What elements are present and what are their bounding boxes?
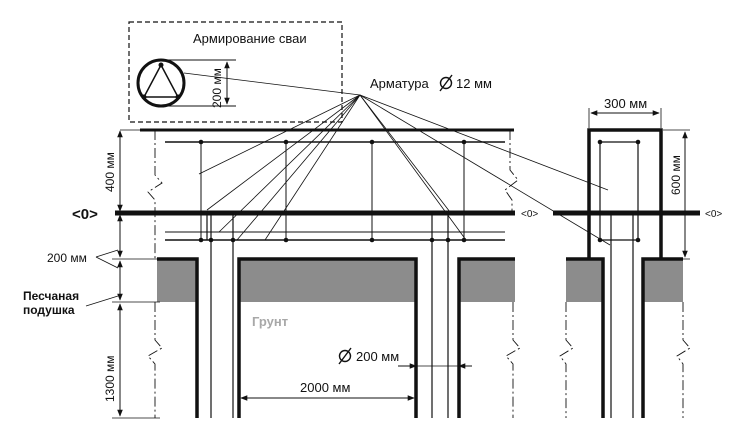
dim-300-label: 300 мм [604,96,647,111]
rebar-label: Арматура [370,76,429,91]
inset-frame [128,21,343,123]
diameter-icon [338,347,352,365]
stirrups [200,142,465,240]
inset-pile-reinforcement: Армирование сваи 200 мм [128,21,343,123]
rebar-callout: Арматура 12 мм [183,72,611,246]
section-rebars [599,141,639,418]
inset-title: Армирование сваи [193,31,307,46]
sand-cushion [566,259,603,302]
left-dimensions: 400 мм <0> <0> 200 мм Песчаная подушка 1… [23,129,538,419]
rebar-triangle [142,63,180,98]
zero-mark-middle: <0> [521,209,538,220]
grillage-cross-section: 300 мм 600 мм <0> [553,96,722,418]
sand-cushion [157,259,197,302]
stirrup-dots [198,139,467,243]
sand-cushion [459,259,515,302]
sand-cushion-label-2: подушка [23,303,75,317]
dim-2000-label: 2000 мм [300,380,350,395]
zero-mark-right: <0> [705,209,722,220]
pile-diameter-label: 200 мм [356,349,399,364]
dim-400-label: 400 мм [103,152,117,192]
dim-600-label: 600 мм [669,155,683,195]
dim-1300-label: 1300 мм [103,355,117,402]
rebar-dot [175,94,181,100]
inset-dim-label: 200 мм [210,68,224,108]
rebar-diameter-value: 12 мм [456,76,492,91]
dim-200-label: 200 мм [47,251,87,265]
sand-cushion-label-1: Песчаная [23,289,79,303]
pile-rebars [206,213,449,418]
pile-diameter-dim: 200 мм [338,347,472,369]
sand-cushion [239,259,416,302]
axis-lines [147,130,521,418]
diameter-icon [439,74,453,92]
grillage-main [115,128,521,418]
leader-lines [183,72,611,246]
section-rebar-dots [597,139,641,243]
rebar-dot [141,94,147,100]
soil-label: Грунт [252,314,288,329]
sand-cushion [643,259,683,302]
section-axis-lines [559,302,691,418]
span-dim: 2000 мм [240,380,415,401]
zero-mark-left: <0> [72,206,98,223]
rebar-dot [158,62,164,68]
